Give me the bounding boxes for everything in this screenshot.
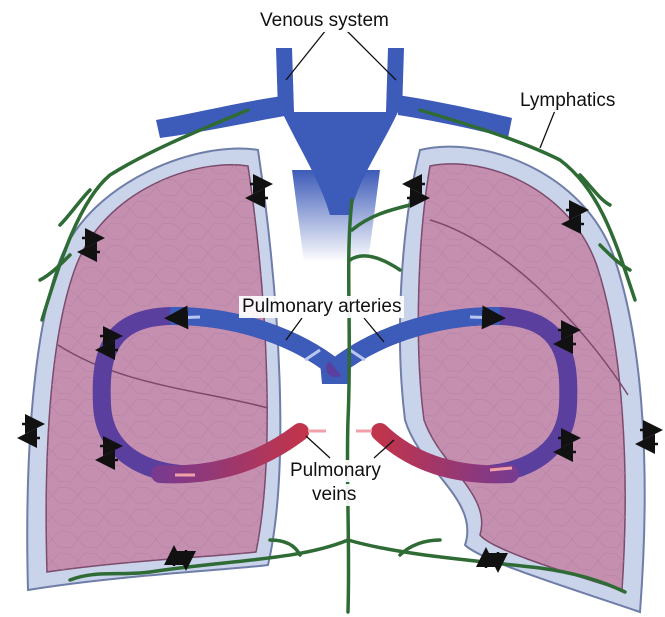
leader-lines: [285, 29, 557, 459]
label-venous-system: Venous system: [257, 10, 392, 32]
label-pulmonary-veins-line2: veins: [309, 484, 360, 506]
left-fissure: [57, 344, 269, 409]
right-fissure: [429, 219, 629, 396]
label-pulmonary-veins-line1: Pulmonary: [287, 460, 384, 482]
label-lymphatics: Lymphatics: [517, 90, 619, 112]
exchange-arrows: [17, 174, 663, 573]
right-pulmonary-vein: [371, 423, 519, 484]
flow-arrow-icon: [469, 305, 506, 330]
right-lung: [399, 145, 646, 614]
flow-arrow-icon: [304, 348, 321, 362]
right-brachiocephalic-vein: [398, 95, 512, 138]
flow-arrow-icon: [349, 348, 366, 362]
right-lymphatic-upper: [418, 108, 637, 302]
label-pulmonary-arteries: Pulmonary arteries: [239, 296, 405, 318]
flow-arrow-icon: [489, 466, 513, 472]
left-brachiocephalic-vein: [156, 95, 290, 138]
superior-vena-cava: [282, 112, 398, 215]
venous-system: [156, 48, 512, 262]
trachea-shadow: [292, 170, 380, 262]
left-pulmonary-vein: [151, 423, 309, 484]
central-lymph-trunk: [345, 198, 354, 614]
lymphatics: [38, 108, 637, 614]
pulmonary-veins: [151, 423, 519, 484]
left-jugular-vein: [276, 48, 294, 112]
flow-arrow-icon: [164, 305, 201, 330]
left-lung: [26, 147, 282, 592]
right-jugular-vein: [386, 48, 404, 112]
